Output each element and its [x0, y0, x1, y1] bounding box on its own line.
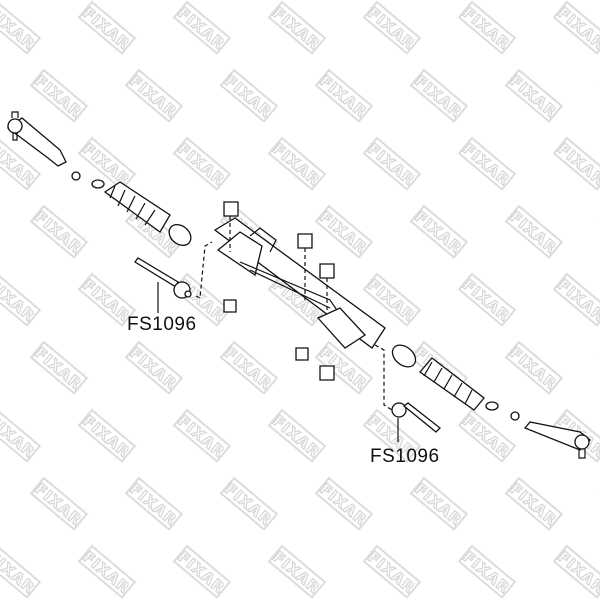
mount-bushing	[297, 233, 313, 249]
left-dashed-line	[195, 241, 213, 299]
left-boot-clamp	[168, 224, 192, 246]
right-boot	[419, 357, 485, 411]
left-clip	[91, 179, 105, 189]
left-nut	[71, 171, 81, 181]
part-number-label-right: FS1096	[370, 446, 440, 467]
mount-bushing	[319, 263, 335, 279]
right-clip	[485, 401, 499, 411]
part-number-label-left: FS1096	[127, 314, 197, 335]
mount-nut	[223, 299, 237, 313]
left-inner-tie-rod	[134, 257, 192, 299]
right-boot-clamp	[391, 344, 417, 368]
right-inner-tie-rod	[391, 402, 441, 433]
left-boot	[103, 181, 171, 233]
right-nut	[510, 411, 520, 421]
left-tie-rod-end	[6, 111, 67, 167]
mount-nut	[295, 347, 309, 361]
mount-nut	[319, 365, 335, 381]
mount-bushing	[223, 201, 239, 217]
right-dashed-line	[374, 344, 393, 411]
right-tie-rod-end	[523, 421, 591, 459]
rack-housing	[213, 217, 386, 349]
